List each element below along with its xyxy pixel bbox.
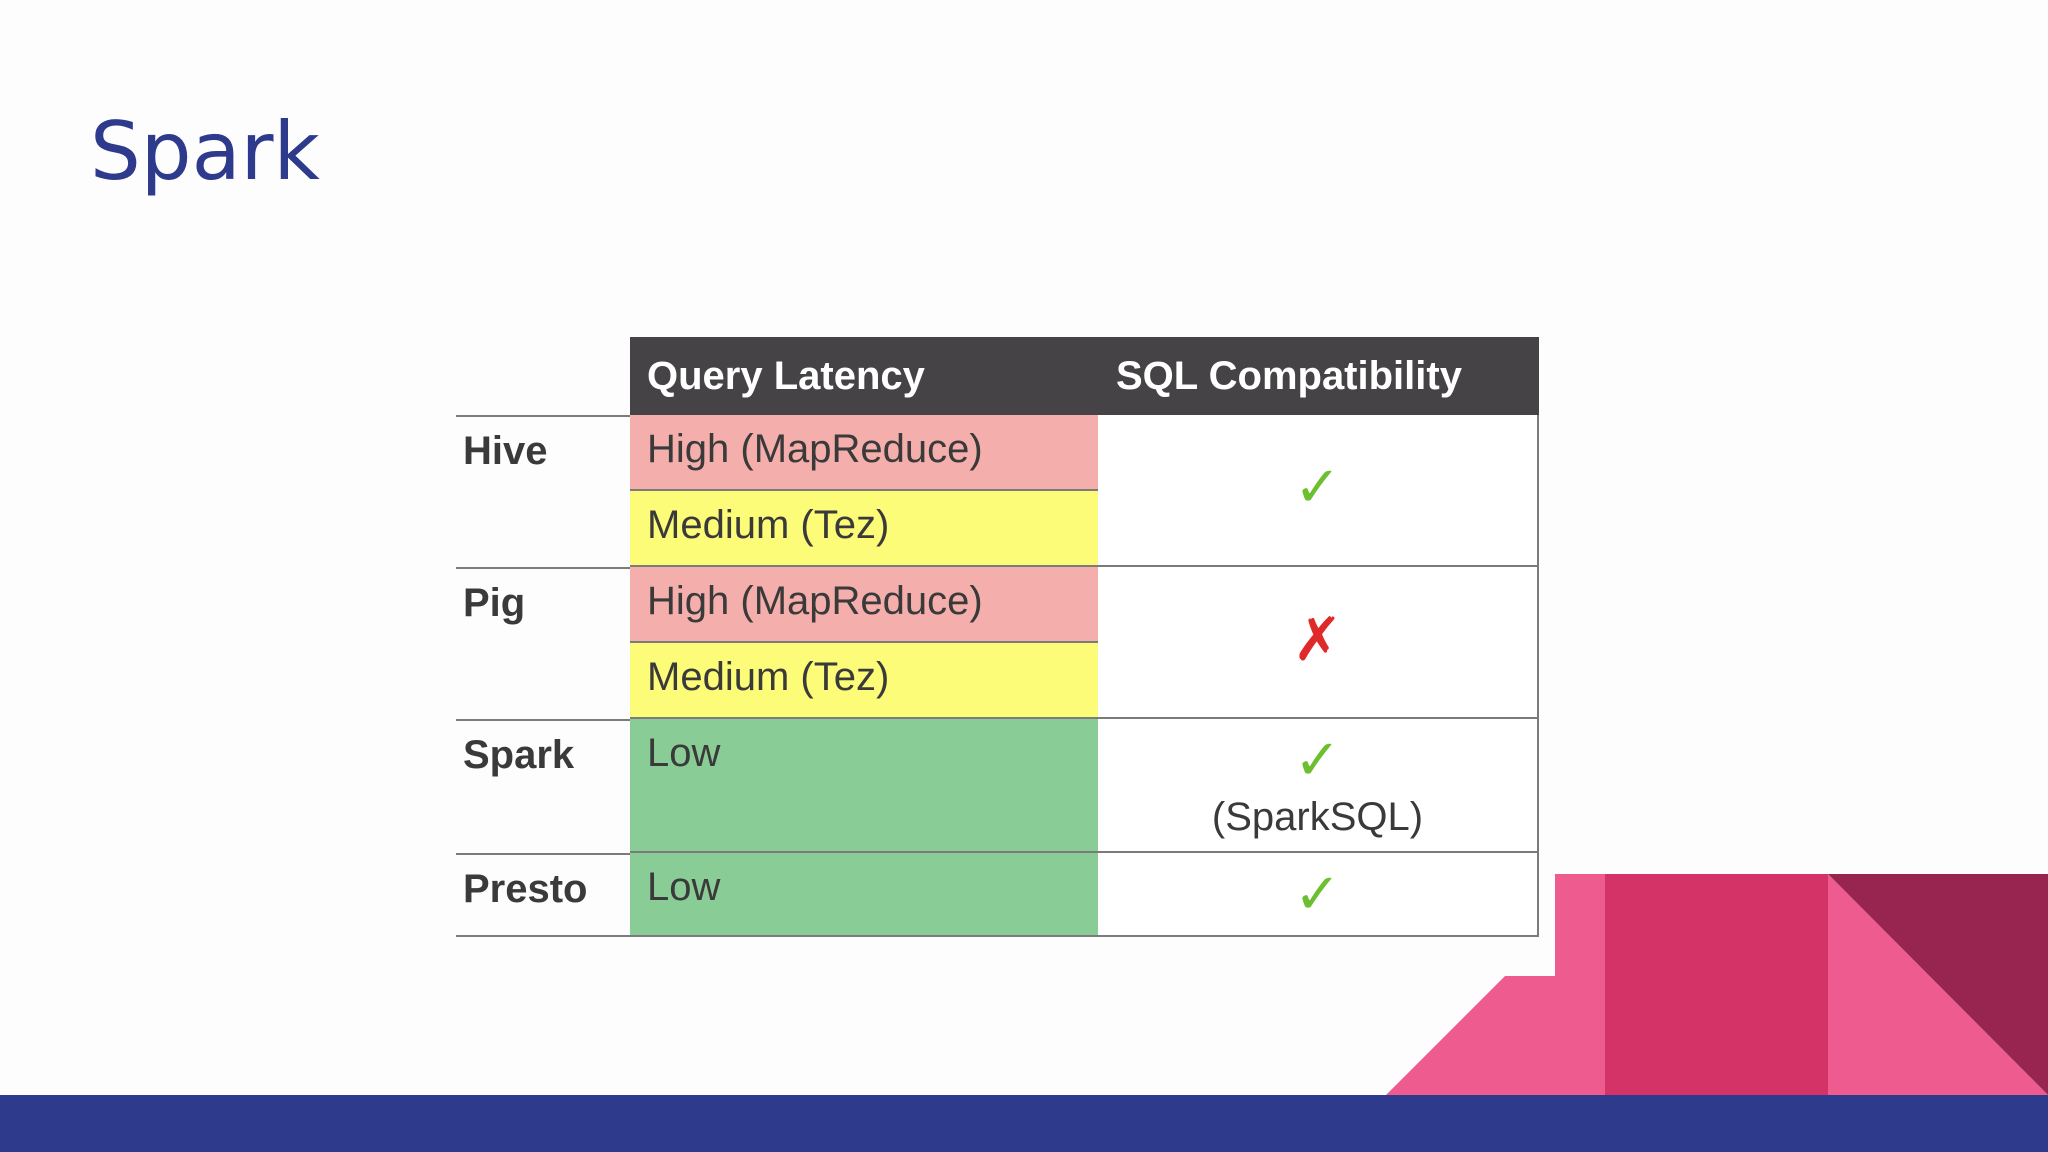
comparison-table: Query Latency SQL Compatibility Hive Hig… (456, 337, 1539, 937)
slide-title: Spark (90, 105, 320, 198)
check-icon: ✓ (1294, 728, 1341, 793)
latency-cell-hive-high: High (MapReduce) (630, 415, 1098, 491)
footer-bar (0, 1095, 2048, 1152)
sql-cell-presto: ✓ (1098, 853, 1539, 937)
sql-cell-pig: ✗ (1098, 567, 1539, 719)
row-label-hive: Hive (456, 415, 630, 567)
check-icon: ✓ (1294, 455, 1341, 520)
sql-note-sparksql: (SparkSQL) (1211, 795, 1424, 839)
header-sql-compatibility: SQL Compatibility (1098, 337, 1539, 415)
latency-cell-spark-low: Low (630, 719, 1098, 853)
row-label-pig: Pig (456, 567, 630, 719)
decor-dark-pink-triangle (1828, 874, 2048, 1095)
header-query-latency: Query Latency (630, 337, 1098, 415)
latency-cell-hive-medium: Medium (Tez) (630, 491, 1098, 567)
row-label-presto: Presto (456, 853, 630, 937)
latency-cell-presto-low: Low (630, 853, 1098, 937)
row-label-spark: Spark (456, 719, 630, 853)
check-icon: ✓ (1294, 862, 1341, 927)
cross-icon: ✗ (1292, 605, 1343, 675)
sql-cell-hive: ✓ (1098, 415, 1539, 567)
decor-pink-block (1605, 874, 1828, 1095)
sql-cell-spark: ✓ (SparkSQL) (1098, 719, 1539, 853)
latency-cell-pig-high: High (MapReduce) (630, 567, 1098, 643)
latency-cell-pig-medium: Medium (Tez) (630, 643, 1098, 719)
decor-light-pink-step (1386, 874, 1606, 1095)
